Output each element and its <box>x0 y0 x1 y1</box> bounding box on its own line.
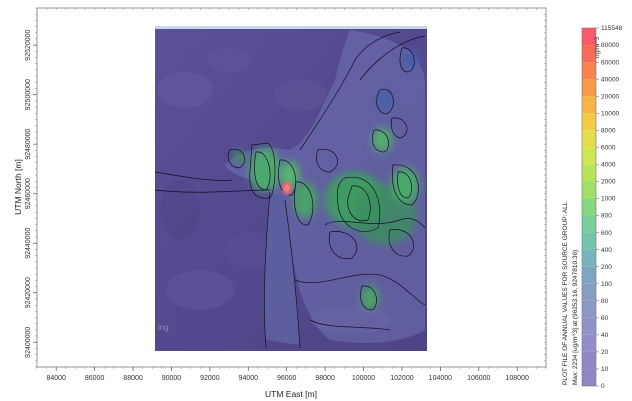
colorbar-frame <box>581 27 597 387</box>
x-tick-label: 104000 <box>429 375 452 382</box>
plot-file-label: PLOT FILE OF ANNUAL VALUES FOR SOURCE GR… <box>562 201 569 385</box>
x-tick-label: 92000 <box>200 375 220 382</box>
max-point-marker <box>282 181 292 195</box>
colorbar-segment <box>582 249 596 267</box>
colorbar-label: 80000 <box>601 42 619 49</box>
colorbar-segment <box>582 62 596 80</box>
colorbar-segment <box>582 266 596 284</box>
colorbar-label: 80 <box>601 298 609 305</box>
colorbar-unit: ug/m^3 <box>594 36 601 58</box>
colorbar-segment <box>582 96 596 114</box>
x-axis-title: UTM East [m] <box>265 389 317 399</box>
colorbar-segment <box>582 198 596 216</box>
colorbar-segment <box>582 317 596 335</box>
colorbar-label: 60 <box>601 315 609 322</box>
colorbar-label: 40000 <box>601 76 619 83</box>
y-minor-ticks <box>35 7 546 368</box>
x-tick-label: 102000 <box>390 375 413 382</box>
colorbar-label: 40 <box>601 332 609 339</box>
x-tick-label: 86000 <box>85 375 105 382</box>
x-tick-label: 108000 <box>506 375 529 382</box>
x-tick-label: 96000 <box>277 375 297 382</box>
colorbar-label: 600 <box>601 230 612 237</box>
y-tick-label: 92480000 <box>25 128 32 159</box>
low-concentration-zone <box>225 30 425 345</box>
map-area: ing <box>154 26 427 351</box>
contour-lines <box>154 31 426 349</box>
colorbar-label: 115548 <box>601 25 623 32</box>
colorbar-label: 200 <box>601 264 612 271</box>
colorbar-segment <box>582 28 596 46</box>
x-tick-label: 98000 <box>315 375 335 382</box>
colorbar-label: 100 <box>601 281 612 288</box>
x-tick-label: 106000 <box>467 375 490 382</box>
x-minor-ticks <box>36 8 547 369</box>
colorbar-label: 6000 <box>601 145 616 152</box>
x-tick-label: 90000 <box>162 375 182 382</box>
x-tick-label: 88000 <box>123 375 143 382</box>
colorbar-segment <box>582 334 596 352</box>
colorbar-segment <box>582 181 596 199</box>
colorbar-segment <box>582 45 596 63</box>
y-tick-label: 92500000 <box>25 79 32 110</box>
colorbar-label: 10 <box>601 366 609 373</box>
colorbar-segment <box>582 351 596 369</box>
colorbar-segment <box>582 113 596 131</box>
x-tick-label: 94000 <box>239 375 259 382</box>
colorbar-segment <box>582 79 596 97</box>
map-top-strip <box>155 26 427 29</box>
y-tick-label: 92460000 <box>25 178 32 209</box>
x-axis: 84000 86000 88000 90000 92000 94000 96000 98000… <box>46 367 529 382</box>
colorbar-segment <box>582 300 596 318</box>
colorbar-segment <box>582 283 596 301</box>
colorbar-segment <box>582 215 596 233</box>
colorbar-segment <box>582 368 596 386</box>
colorbar-label: 20000 <box>601 93 619 100</box>
colorbar-segment <box>582 164 596 182</box>
x-tick-label: 84000 <box>46 375 66 382</box>
y-tick-label: 92420000 <box>25 277 32 308</box>
colorbar: 0 10 20 40 60 80 100 200 400 600 800 1000 2000 4000 60… <box>581 25 623 390</box>
y-tick-label: 92400000 <box>25 327 32 358</box>
x-tick-label: 100000 <box>352 375 375 382</box>
colorbar-label: 400 <box>601 247 612 254</box>
colorbar-label: 800 <box>601 213 612 220</box>
y-axis: 92400000 92420000 92440000 92460000 92480000… <box>25 29 37 358</box>
colorbar-label: 20 <box>601 349 609 356</box>
colorbar-label: 0 <box>601 383 605 390</box>
colorbar-label: 8000 <box>601 127 616 134</box>
y-tick-label: 92520000 <box>25 29 32 60</box>
colorbar-segment <box>582 130 596 148</box>
colorbar-label: 10000 <box>601 110 619 117</box>
max-value-label: Max: 2234 [ug/m^3] at (96253.16, 9247810… <box>572 250 579 385</box>
colorbar-label: 2000 <box>601 179 616 186</box>
colorbar-segment <box>582 147 596 165</box>
colorbar-label: 60000 <box>601 59 619 66</box>
y-axis-title: UTM North [m] <box>13 159 23 215</box>
colorbar-segment <box>582 232 596 250</box>
map-watermark: ing <box>158 323 169 332</box>
colorbar-label: 1000 <box>601 196 616 203</box>
colorbar-label: 4000 <box>601 162 616 169</box>
y-tick-label: 92440000 <box>25 228 32 259</box>
